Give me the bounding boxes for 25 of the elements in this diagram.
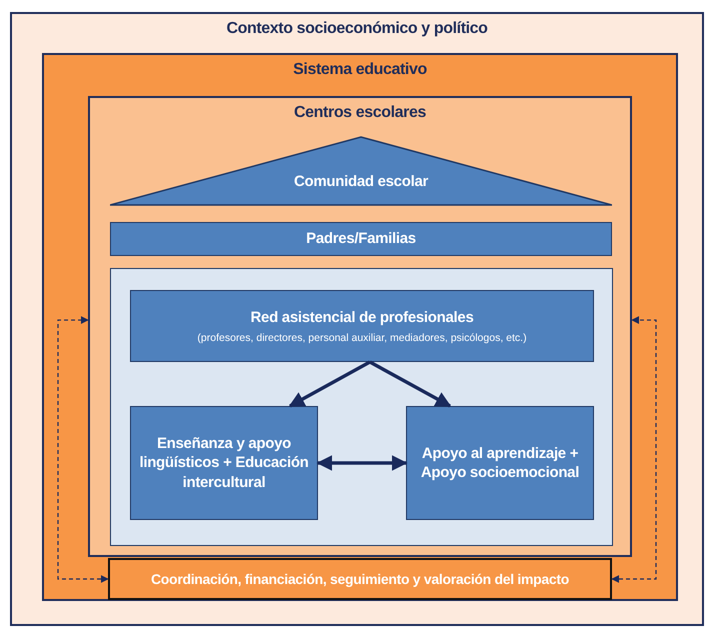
arrow xyxy=(288,360,371,408)
box-label: Red asistencial de profesionales xyxy=(250,308,474,328)
support-panel xyxy=(110,268,613,546)
frame-title: Sistema educativo xyxy=(293,61,427,79)
service-box xyxy=(130,406,318,520)
box-label: Coordinación, financiación, seguimiento y valoración del impacto xyxy=(150,570,570,588)
arrow xyxy=(316,455,408,471)
dashed-arrow xyxy=(611,316,657,583)
box-label: Padres/Familias xyxy=(305,229,417,249)
box-label: Apoyo al aprendizaje + Apoyo socioemocional xyxy=(420,444,580,482)
frame-title: Contexto socioeconómico y político xyxy=(226,20,488,38)
box-subtitle: (profesores, directores, personal auxiliar, mediadores, psicólogos, etc.) xyxy=(197,332,527,344)
arrow xyxy=(369,360,452,408)
system-frame xyxy=(42,53,678,601)
family-bar xyxy=(110,222,612,256)
service-box xyxy=(130,290,594,362)
roof-triangle xyxy=(110,136,612,206)
service-box xyxy=(406,406,594,520)
school-frame xyxy=(88,96,632,557)
box-label: Enseñanza y apoyo lingüísticos + Educación intercultural xyxy=(138,434,310,492)
dashed-arrow xyxy=(57,316,109,583)
frame-title: Centros escolares xyxy=(294,104,426,122)
context-frame xyxy=(10,12,704,626)
box-label: Comunidad escolar xyxy=(292,172,430,192)
coordination-bar xyxy=(108,558,612,600)
